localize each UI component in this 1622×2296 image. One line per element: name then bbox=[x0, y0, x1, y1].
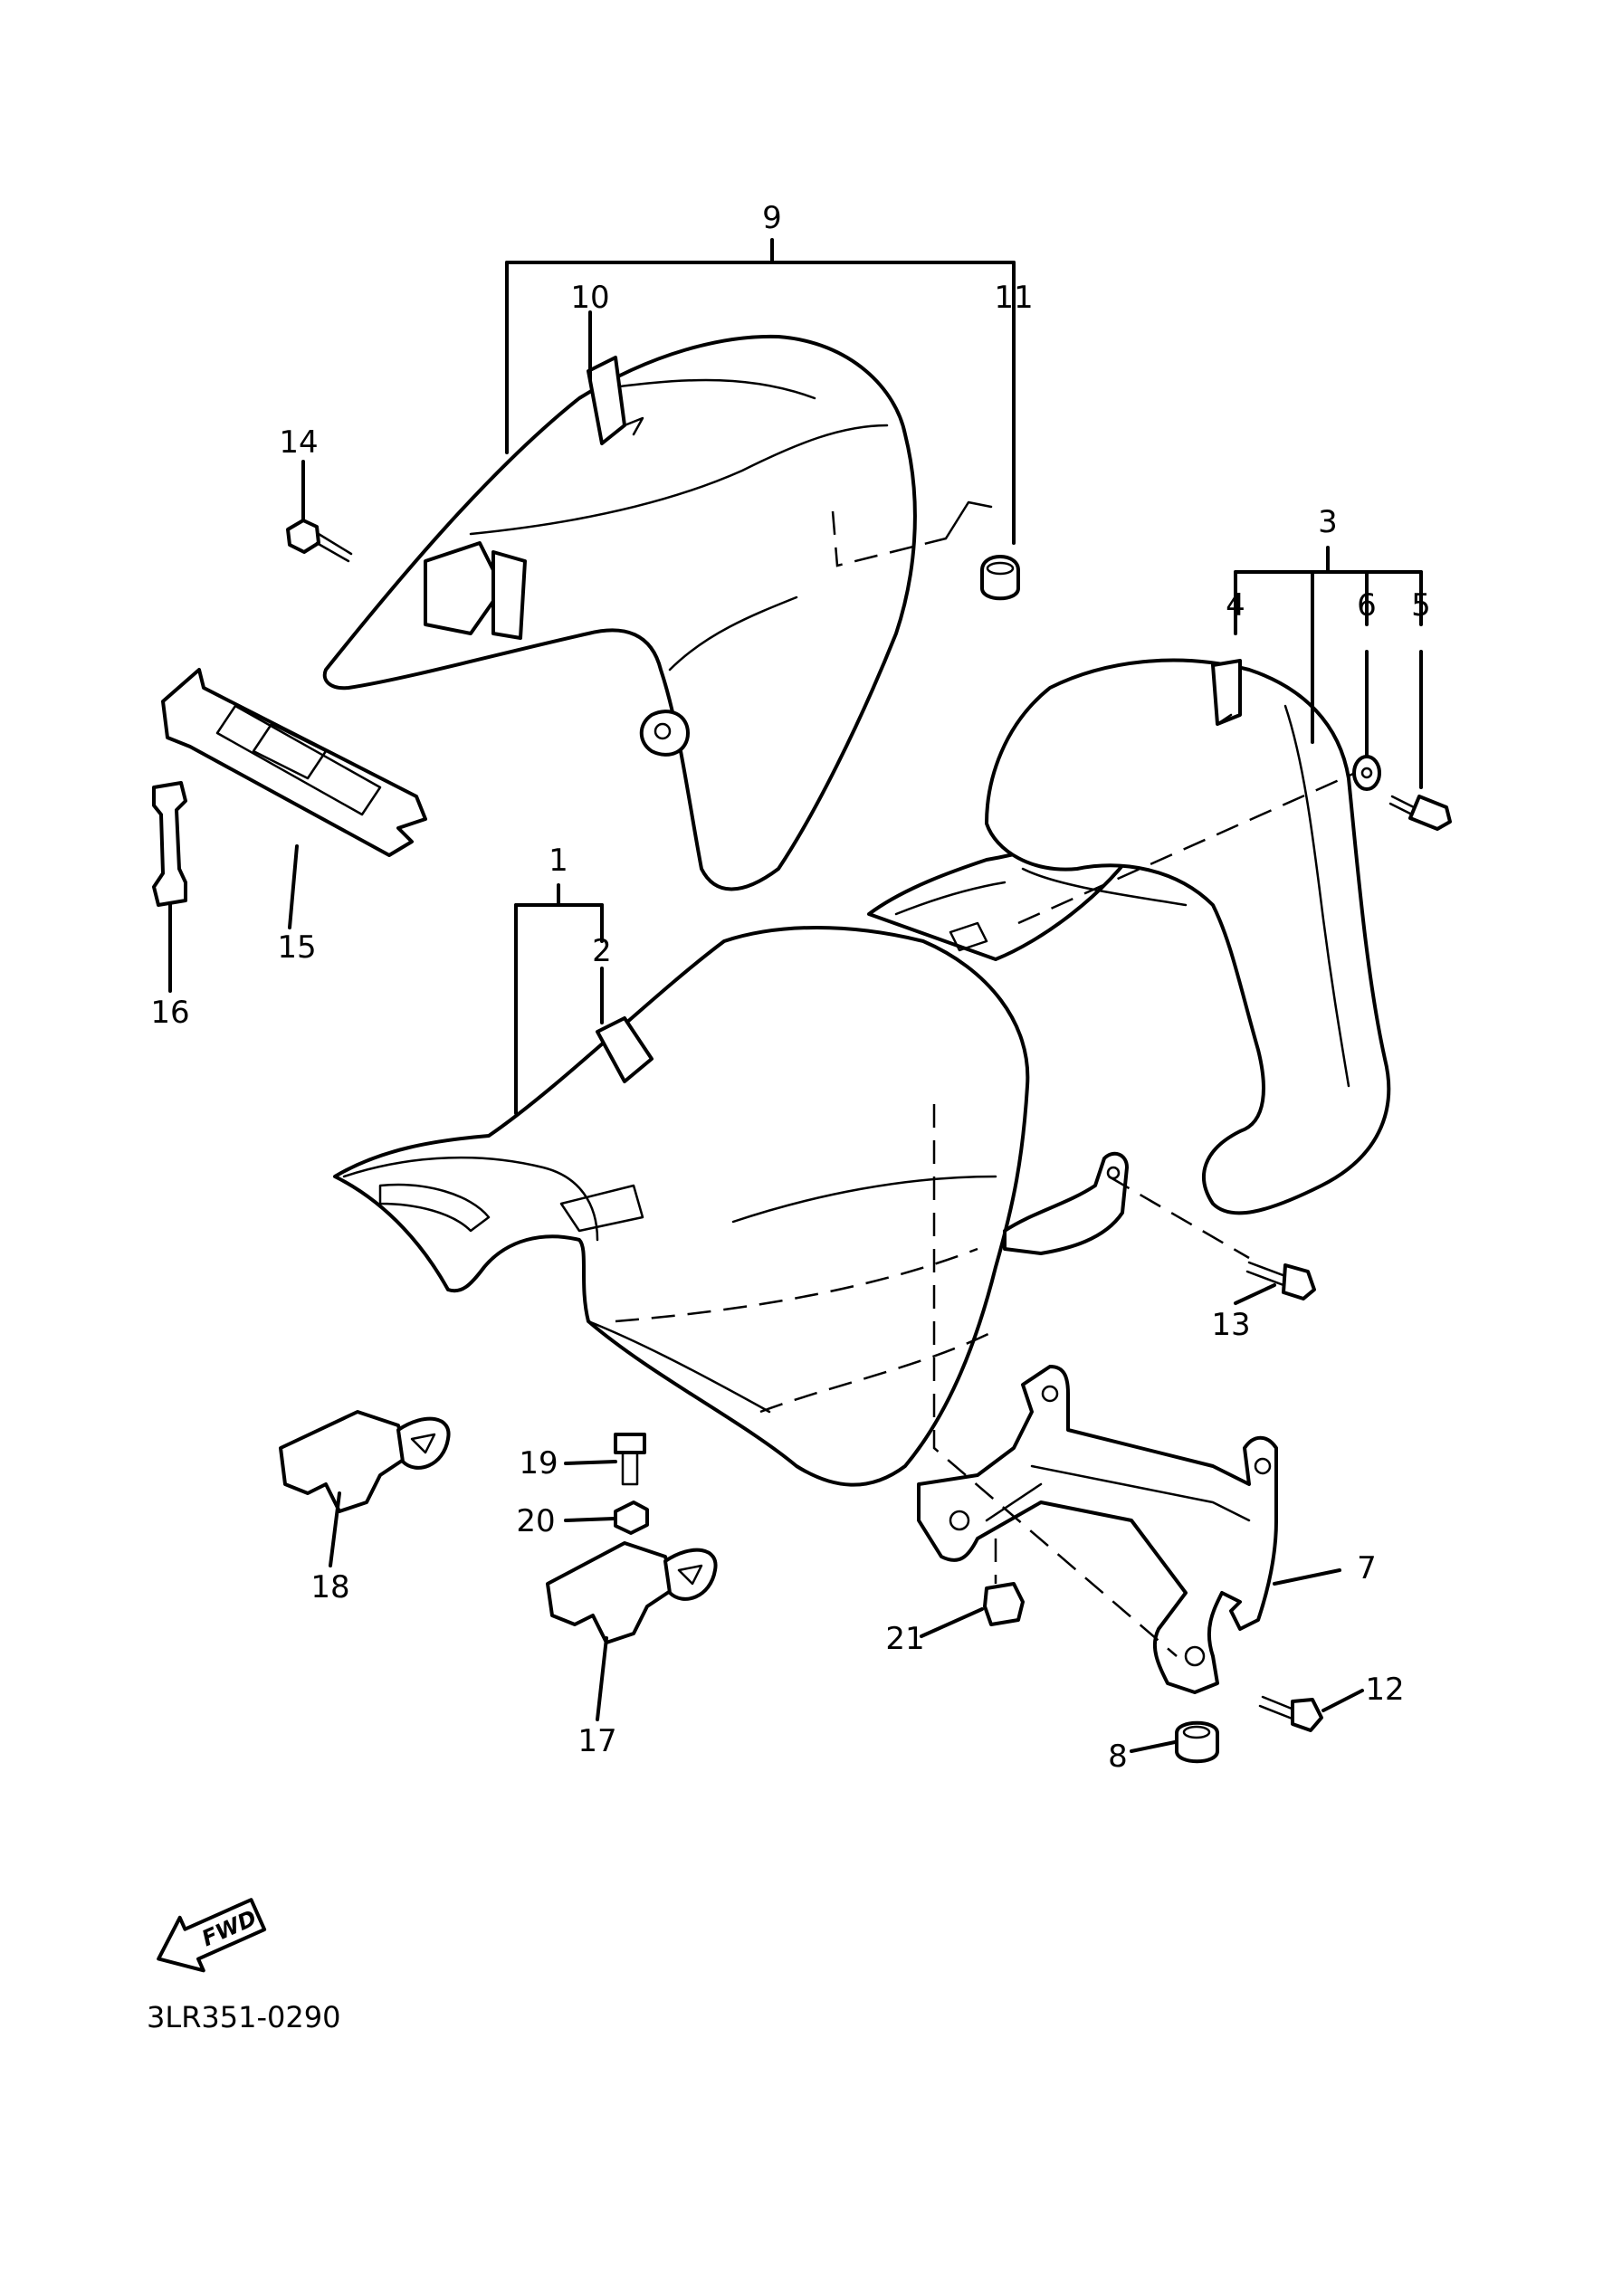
rear-seat bbox=[322, 334, 993, 891]
callout-15: 15 bbox=[277, 929, 316, 966]
callout-11: 11 bbox=[994, 280, 1033, 316]
callout-20: 20 bbox=[516, 1503, 555, 1539]
forward-direction-arrow: FWD bbox=[157, 1898, 267, 1973]
callout-2: 2 bbox=[592, 933, 612, 969]
damper-11 bbox=[980, 555, 1020, 601]
bolt-12 bbox=[1258, 1695, 1323, 1732]
washer-6 bbox=[1352, 755, 1381, 791]
leader-lines bbox=[168, 238, 1423, 1753]
bolt-13 bbox=[1245, 1261, 1316, 1300]
drawing-code: 3LR351-0290 bbox=[147, 2000, 340, 2034]
callout-labels: 9 10 11 14 3 4 6 5 15 1 2 16 13 19 20 7 … bbox=[150, 200, 1430, 1775]
callout-17: 17 bbox=[577, 1723, 616, 1759]
lock-18 bbox=[279, 1410, 451, 1513]
callout-5: 5 bbox=[1411, 587, 1431, 624]
callout-14: 14 bbox=[279, 424, 318, 461]
callout-6: 6 bbox=[1357, 587, 1377, 624]
strap-16 bbox=[152, 781, 187, 907]
callout-19: 19 bbox=[519, 1445, 558, 1481]
callout-4: 4 bbox=[1226, 587, 1245, 624]
bolt-14 bbox=[286, 519, 353, 563]
seat-cowl bbox=[985, 658, 1391, 1215]
callout-10: 10 bbox=[570, 280, 609, 316]
grommet-8 bbox=[1175, 1720, 1219, 1764]
callout-18: 18 bbox=[310, 1569, 349, 1605]
lock-17 bbox=[546, 1541, 718, 1644]
callout-13: 13 bbox=[1211, 1307, 1250, 1343]
nut-20 bbox=[614, 1500, 649, 1535]
callout-12: 12 bbox=[1365, 1672, 1404, 1708]
callout-16: 16 bbox=[150, 995, 189, 1031]
callout-8: 8 bbox=[1108, 1739, 1128, 1775]
callout-9: 9 bbox=[762, 200, 782, 236]
front-seat bbox=[333, 813, 1142, 1487]
seat-bracket bbox=[917, 1365, 1278, 1694]
bolt-19 bbox=[614, 1433, 646, 1486]
callout-1: 1 bbox=[549, 843, 568, 879]
damper-21 bbox=[983, 1582, 1025, 1626]
callout-3: 3 bbox=[1318, 504, 1338, 540]
screw-5 bbox=[1388, 795, 1452, 831]
plate-15 bbox=[161, 668, 427, 857]
callout-21: 21 bbox=[885, 1621, 924, 1657]
callout-7: 7 bbox=[1357, 1550, 1377, 1586]
